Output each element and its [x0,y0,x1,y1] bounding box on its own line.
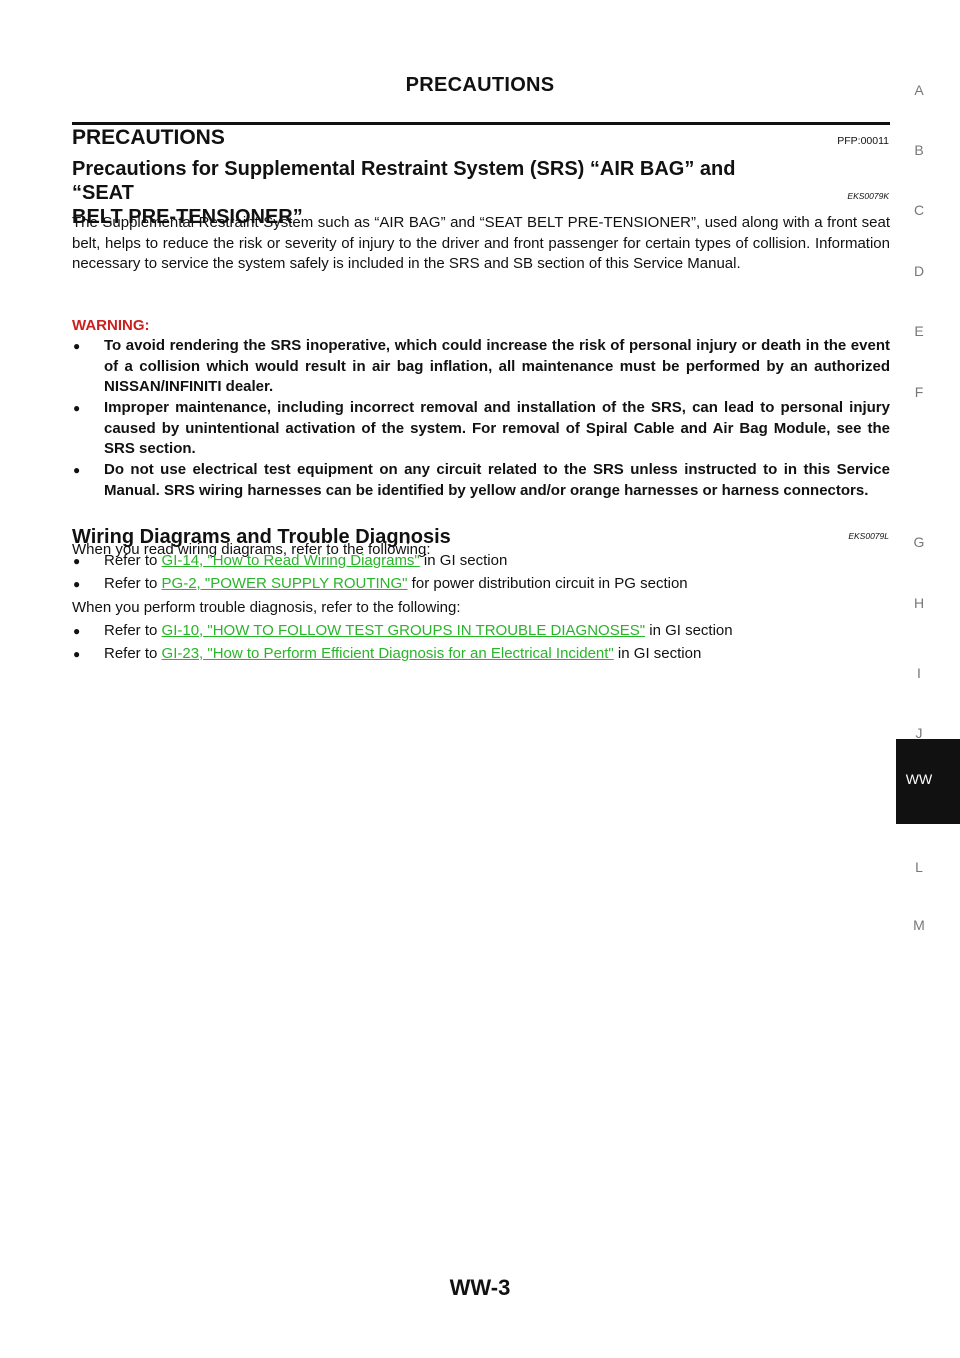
tab-b[interactable]: B [914,142,924,158]
section-title: PRECAUTIONS [72,126,225,149]
warning-item: ● Do not use electrical test equipment o… [72,460,890,501]
tab-j[interactable]: J [915,725,923,741]
bullet-icon: ● [73,401,81,415]
reference-link[interactable]: GI-14, "How to Read Wiring Diagrams" [161,552,420,569]
reference-text: Refer to GI-14, "How to Read Wiring Diag… [104,552,508,569]
srs-body-paragraph: The Supplemental Restraint System such a… [72,214,890,272]
tab-e[interactable]: E [914,323,924,339]
bullet-icon: ● [73,554,81,568]
reference-text: Refer to GI-23, "How to Perform Efficien… [104,645,702,662]
tab-f[interactable]: F [914,384,924,400]
warning-text: Do not use electrical test equipment on … [104,461,890,499]
reference-text: Refer to GI-10, "HOW TO FOLLOW TEST GROU… [104,622,733,639]
tab-c[interactable]: C [913,202,925,218]
srs-heading: Precautions for Supplemental Restraint S… [72,157,802,229]
tab-g[interactable]: G [913,534,925,550]
bullet-icon: ● [73,463,81,477]
tab-d[interactable]: D [913,263,925,279]
warning-text: Improper maintenance, including incorrec… [104,399,890,457]
wiring-heading: Wiring Diagrams and Trouble Diagnosis [72,526,451,548]
tab-m[interactable]: M [913,917,925,933]
bullet-icon: ● [73,647,81,661]
tab-i[interactable]: I [917,665,921,681]
active-tab-label: WW [905,771,933,787]
wiring-intro: When you read wiring diagrams, refer to … [72,541,431,558]
srs-heading-line1: Precautions for Supplemental Restraint S… [72,158,736,204]
warning-item: ● To avoid rendering the SRS inoperative… [72,336,890,398]
reference-item: ● Refer to PG-2, "POWER SUPPLY ROUTING" … [72,574,890,595]
reference-text: Refer to PG-2, "POWER SUPPLY ROUTING" fo… [104,575,688,592]
bullet-icon: ● [73,577,81,591]
tab-l[interactable]: L [915,859,923,875]
bullet-icon: ● [73,339,81,353]
bullet-icon: ● [73,624,81,638]
section-code: PFP:00011 [837,135,889,147]
reference-item: ● Refer to GI-14, "How to Read Wiring Di… [72,551,890,572]
warning-label: WARNING: [72,317,150,334]
trouble-intro: When you perform trouble diagnosis, refe… [72,599,461,616]
tab-h[interactable]: H [913,595,925,611]
running-header: PRECAUTIONS [405,74,555,96]
srs-heading-line2: BELT PRE-TENSIONER” [72,206,303,228]
reference-item: ● Refer to GI-10, "HOW TO FOLLOW TEST GR… [72,621,890,642]
tab-a[interactable]: A [914,82,924,98]
reference-link[interactable]: PG-2, "POWER SUPPLY ROUTING" [161,575,408,592]
reference-link[interactable]: GI-23, "How to Perform Efficient Diagnos… [161,645,614,662]
header-rule [72,122,890,125]
srs-ref-code: EKS0079K [847,191,889,201]
warning-text: To avoid rendering the SRS inoperative, … [104,337,890,395]
active-section-tab[interactable]: WW [896,739,960,824]
wiring-ref-code: EKS0079L [848,531,889,541]
reference-link[interactable]: GI-10, "HOW TO FOLLOW TEST GROUPS IN TRO… [161,622,646,639]
page-number: WW-3 [449,1275,511,1300]
warning-item: ● Improper maintenance, including incorr… [72,398,890,460]
reference-item: ● Refer to GI-23, "How to Perform Effici… [72,644,890,665]
